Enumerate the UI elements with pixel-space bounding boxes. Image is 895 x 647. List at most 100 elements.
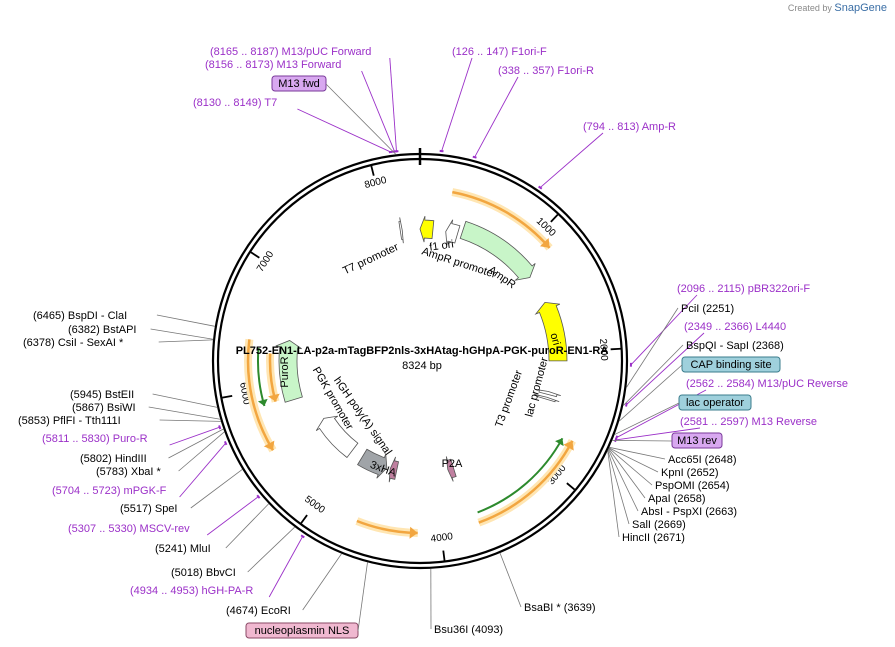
primer-label: (2349 .. 2366) L4440 — [684, 321, 786, 333]
feature-box-label: M13 rev — [677, 435, 717, 447]
primer-connector — [206, 496, 259, 536]
enzyme-label: (6465) BspDI - ClaI — [33, 310, 127, 322]
primer-connector — [539, 132, 604, 188]
primer-mark — [625, 402, 628, 407]
brand-prefix: Created by — [787, 3, 832, 13]
tick-mark — [550, 213, 559, 223]
feature-box — [271, 75, 327, 92]
feature-arrow — [534, 393, 560, 403]
primer-connector — [441, 57, 473, 152]
primer-connector — [361, 70, 395, 152]
feature-arrow — [459, 220, 536, 281]
enzyme-connector — [156, 314, 215, 327]
enzyme-connector — [607, 450, 620, 538]
tick-label: 7000 — [255, 249, 277, 274]
enzyme-label: Acc65I (2648) — [668, 454, 736, 466]
primer-label: (794 .. 813) Amp-R — [583, 121, 676, 133]
feature-box-label: CAP binding site — [690, 359, 771, 371]
primer-mark — [538, 185, 543, 190]
feature-label: T3 promoter — [493, 368, 525, 429]
enzyme-connector — [607, 449, 639, 512]
primer-label: (2581 .. 2597) M13 Reverse — [680, 416, 817, 428]
feature-arrow — [275, 340, 303, 403]
enzyme-label: KpnI (2652) — [661, 467, 718, 479]
primer-mark — [388, 150, 393, 154]
tick-mark — [610, 347, 621, 351]
translation-line — [477, 437, 564, 514]
enzyme-connector — [190, 469, 243, 509]
enzyme-connector — [159, 419, 221, 422]
enzyme-label: (5853) PflFI - Tth111I — [18, 415, 121, 427]
orf-arc — [452, 190, 551, 249]
plasmid-size: 8324 bp — [402, 360, 442, 372]
box-connector — [618, 364, 683, 422]
tick-label: 4000 — [430, 531, 454, 545]
primer-label: (8156 .. 8173) M13 Forward — [205, 59, 341, 71]
enzyme-connector — [178, 431, 225, 472]
box-connector — [357, 562, 368, 632]
enzyme-connector — [499, 552, 522, 608]
feature-box-label: nucleoplasmin NLS — [255, 625, 350, 637]
feature-label: f1 ori — [429, 238, 455, 253]
translation-arrowhead — [555, 438, 564, 447]
orf-arc — [246, 339, 275, 451]
primer-label: (2562 .. 2584) M13/pUC Reverse — [686, 378, 848, 390]
feature-arrow — [315, 415, 359, 459]
feature-label: AmpR promoter — [420, 245, 498, 281]
primer-mark — [614, 437, 618, 443]
feature-arrow — [357, 448, 388, 479]
feature-arrow — [534, 301, 568, 362]
primer-connector — [474, 76, 519, 158]
primer-label: (4934 .. 4953) hGH-PA-R — [130, 585, 253, 597]
feature-arrow — [445, 219, 461, 246]
feature-label: P2A — [442, 458, 463, 470]
orf-arc — [478, 440, 574, 524]
feature-arrow — [535, 389, 561, 398]
enzyme-connector — [607, 450, 630, 525]
enzyme-label: ApaI (2658) — [648, 493, 705, 505]
primer-label: (5704 .. 5723) mPGK-F — [52, 485, 167, 497]
enzyme-label: SalI (2669) — [632, 519, 686, 531]
enzyme-connector — [158, 339, 214, 343]
orf-arrowhead — [409, 526, 418, 539]
enzyme-connector — [302, 553, 342, 611]
plasmid-name: PL752-EN1-LA-p2a-mTagBFP2nls-3xHAtag-hGH… — [236, 345, 609, 357]
primer-label: (8130 .. 8149) T7 — [193, 97, 277, 109]
primer-label: (338 .. 357) F1ori-R — [498, 65, 594, 77]
primer-mark — [256, 494, 261, 499]
enzyme-label: (5018) BbvCI — [171, 567, 236, 579]
translation-arrowhead — [257, 398, 268, 407]
tick-label: 8000 — [363, 175, 388, 191]
enzyme-label: (5241) MluI — [155, 543, 211, 555]
enzyme-label: (4674) EcoRI — [226, 605, 291, 617]
primer-mark — [223, 441, 228, 446]
primer-mark — [472, 155, 477, 159]
feature-label: PuroR — [279, 356, 291, 387]
feature-arrow — [419, 215, 435, 243]
orf-arrowhead — [539, 237, 550, 248]
brand-name: SnapGene — [834, 2, 887, 14]
enzyme-connector — [625, 307, 679, 388]
tick-mark — [250, 251, 260, 259]
tick-mark — [566, 482, 576, 491]
feature-box — [671, 432, 723, 449]
enzyme-connector — [608, 447, 653, 486]
tick-label: 2000 — [597, 338, 609, 361]
enzyme-label: Bsu36I (4093) — [434, 624, 503, 636]
feature-arrow — [445, 456, 457, 482]
orf-arrowhead — [563, 440, 574, 451]
primer-connector — [626, 332, 705, 405]
primer-connector — [268, 536, 304, 598]
enzyme-label: BsaBI * (3639) — [524, 602, 596, 614]
tick-mark — [222, 394, 233, 399]
tick-label: 5000 — [302, 494, 327, 516]
feature-box — [678, 394, 752, 411]
enzyme-label: BspQI - SapI (2368) — [686, 340, 784, 352]
primer-label: (8165 .. 8187) M13/pUC Forward — [210, 46, 371, 58]
enzyme-connector — [247, 526, 296, 573]
primer-connector — [615, 427, 701, 441]
box-connector — [614, 402, 680, 435]
enzyme-label: (5783) XbaI * — [96, 466, 162, 478]
enzyme-connector — [609, 446, 666, 460]
enzyme-connector — [150, 328, 214, 340]
